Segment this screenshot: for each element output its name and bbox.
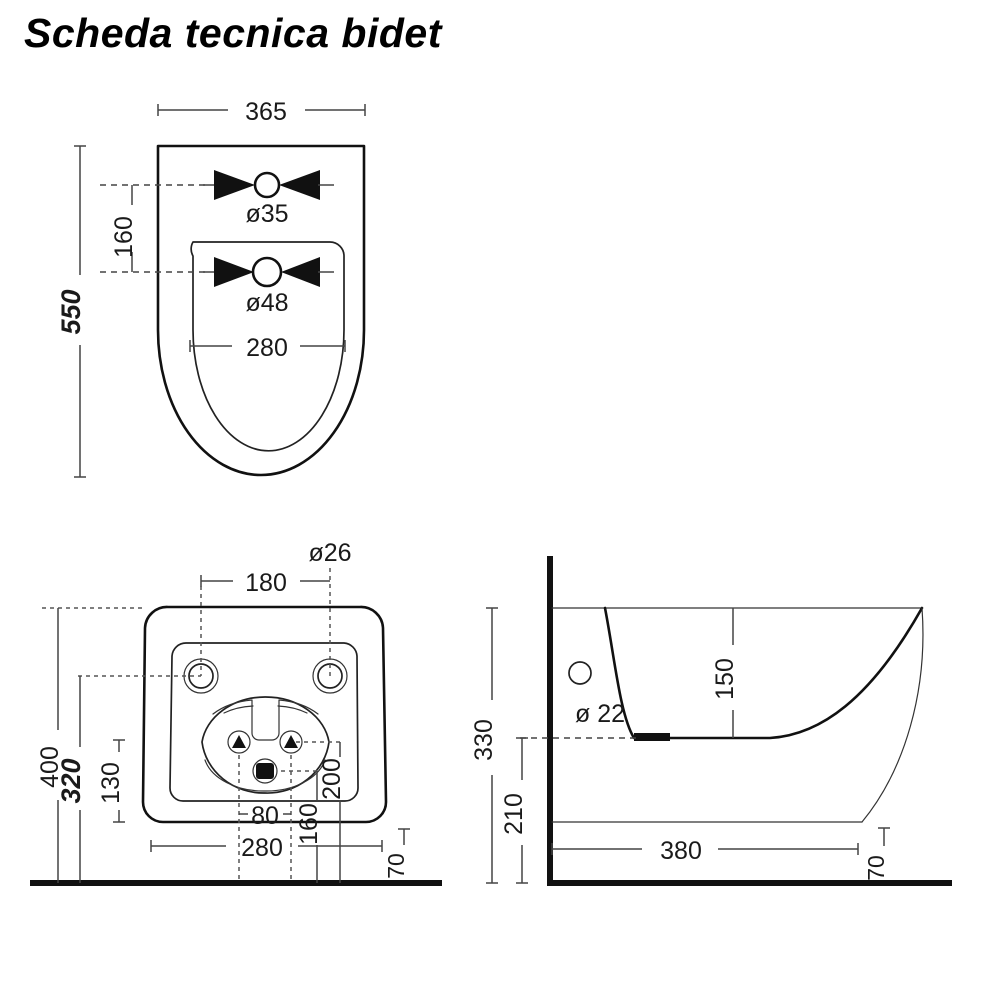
dim-130-label: 130 bbox=[97, 762, 125, 804]
front-drain bbox=[252, 758, 278, 784]
front-bowl-spout-inner bbox=[223, 705, 308, 714]
side-bowl-profile bbox=[603, 606, 924, 740]
arrow-left-icon bbox=[279, 170, 320, 200]
dim-70-side: 70 bbox=[863, 827, 890, 881]
dim-280-front-label: 280 bbox=[241, 834, 283, 862]
side-waste-notch bbox=[634, 733, 670, 741]
dim-280-top-label: 280 bbox=[246, 334, 288, 362]
dim-280-front: 280 bbox=[150, 834, 383, 862]
dim-160-label: 160 bbox=[110, 216, 138, 258]
dim-550-label: 550 bbox=[56, 289, 86, 334]
dim-70-side-label: 70 bbox=[863, 855, 889, 881]
arrow-left-icon bbox=[281, 257, 320, 287]
dim-365-label: 365 bbox=[245, 98, 287, 126]
dim-150-label: 150 bbox=[711, 658, 739, 700]
front-inner-rim bbox=[169, 642, 359, 802]
side-hole-d22-label: ø 22 bbox=[575, 700, 625, 728]
dim-210: 210 bbox=[500, 737, 528, 884]
hole-d35 bbox=[253, 171, 281, 199]
arrow-right-icon bbox=[214, 257, 254, 287]
hole-d48 bbox=[251, 256, 283, 288]
dim-380-label: 380 bbox=[660, 837, 702, 865]
dim-80: 80 bbox=[238, 755, 292, 883]
hole-d48-label: ø48 bbox=[245, 289, 288, 317]
page-title: Scheda tecnica bidet bbox=[24, 10, 442, 56]
front-bowl-spout bbox=[212, 699, 319, 741]
dim-400: 400 bbox=[36, 608, 64, 883]
dim-70-front-label: 70 bbox=[383, 853, 409, 879]
dim-180: 180 bbox=[200, 569, 330, 597]
top-view-outer-outline bbox=[156, 144, 366, 477]
side-outer-profile bbox=[861, 607, 924, 823]
dim-160-front-label: 160 bbox=[295, 803, 323, 845]
dim-210-label: 210 bbox=[500, 793, 528, 835]
hole-d35-callout: ø35 bbox=[203, 170, 334, 228]
dim-160-top: 160 bbox=[110, 185, 138, 272]
front-jet-left bbox=[227, 730, 251, 754]
dim-550: 550 bbox=[56, 145, 86, 478]
top-view-inner-outline bbox=[190, 241, 345, 452]
dim-80-label: 80 bbox=[251, 802, 279, 830]
dim-320: 320 bbox=[56, 676, 86, 883]
dim-180-label: 180 bbox=[245, 569, 287, 597]
side-hole-d22 bbox=[568, 661, 592, 685]
dim-200-label: 200 bbox=[318, 758, 346, 800]
hole-d35-label: ø35 bbox=[245, 200, 288, 228]
dim-70-front: 70 bbox=[383, 828, 410, 879]
arrow-right-icon bbox=[214, 170, 255, 200]
front-bowl-inner-ledge bbox=[204, 759, 326, 792]
dim-400-label: 400 bbox=[36, 746, 64, 788]
dim-280-top: 280 bbox=[189, 334, 346, 362]
dim-130: 130 bbox=[97, 739, 125, 823]
hole-d48-callout: ø48 bbox=[203, 256, 334, 317]
dim-330: 330 bbox=[470, 607, 498, 884]
dim-320-label: 320 bbox=[56, 758, 86, 803]
dim-330-label: 330 bbox=[470, 719, 498, 761]
hole-d26-label: ø26 bbox=[308, 539, 351, 567]
dim-150: 150 bbox=[711, 608, 739, 738]
dim-160-front: 160 bbox=[281, 770, 323, 883]
dim-200: 200 bbox=[296, 741, 346, 883]
dim-380: 380 bbox=[551, 837, 859, 865]
front-outer-outline bbox=[141, 605, 388, 824]
front-jet-right bbox=[279, 730, 303, 754]
dim-365: 365 bbox=[157, 98, 366, 126]
